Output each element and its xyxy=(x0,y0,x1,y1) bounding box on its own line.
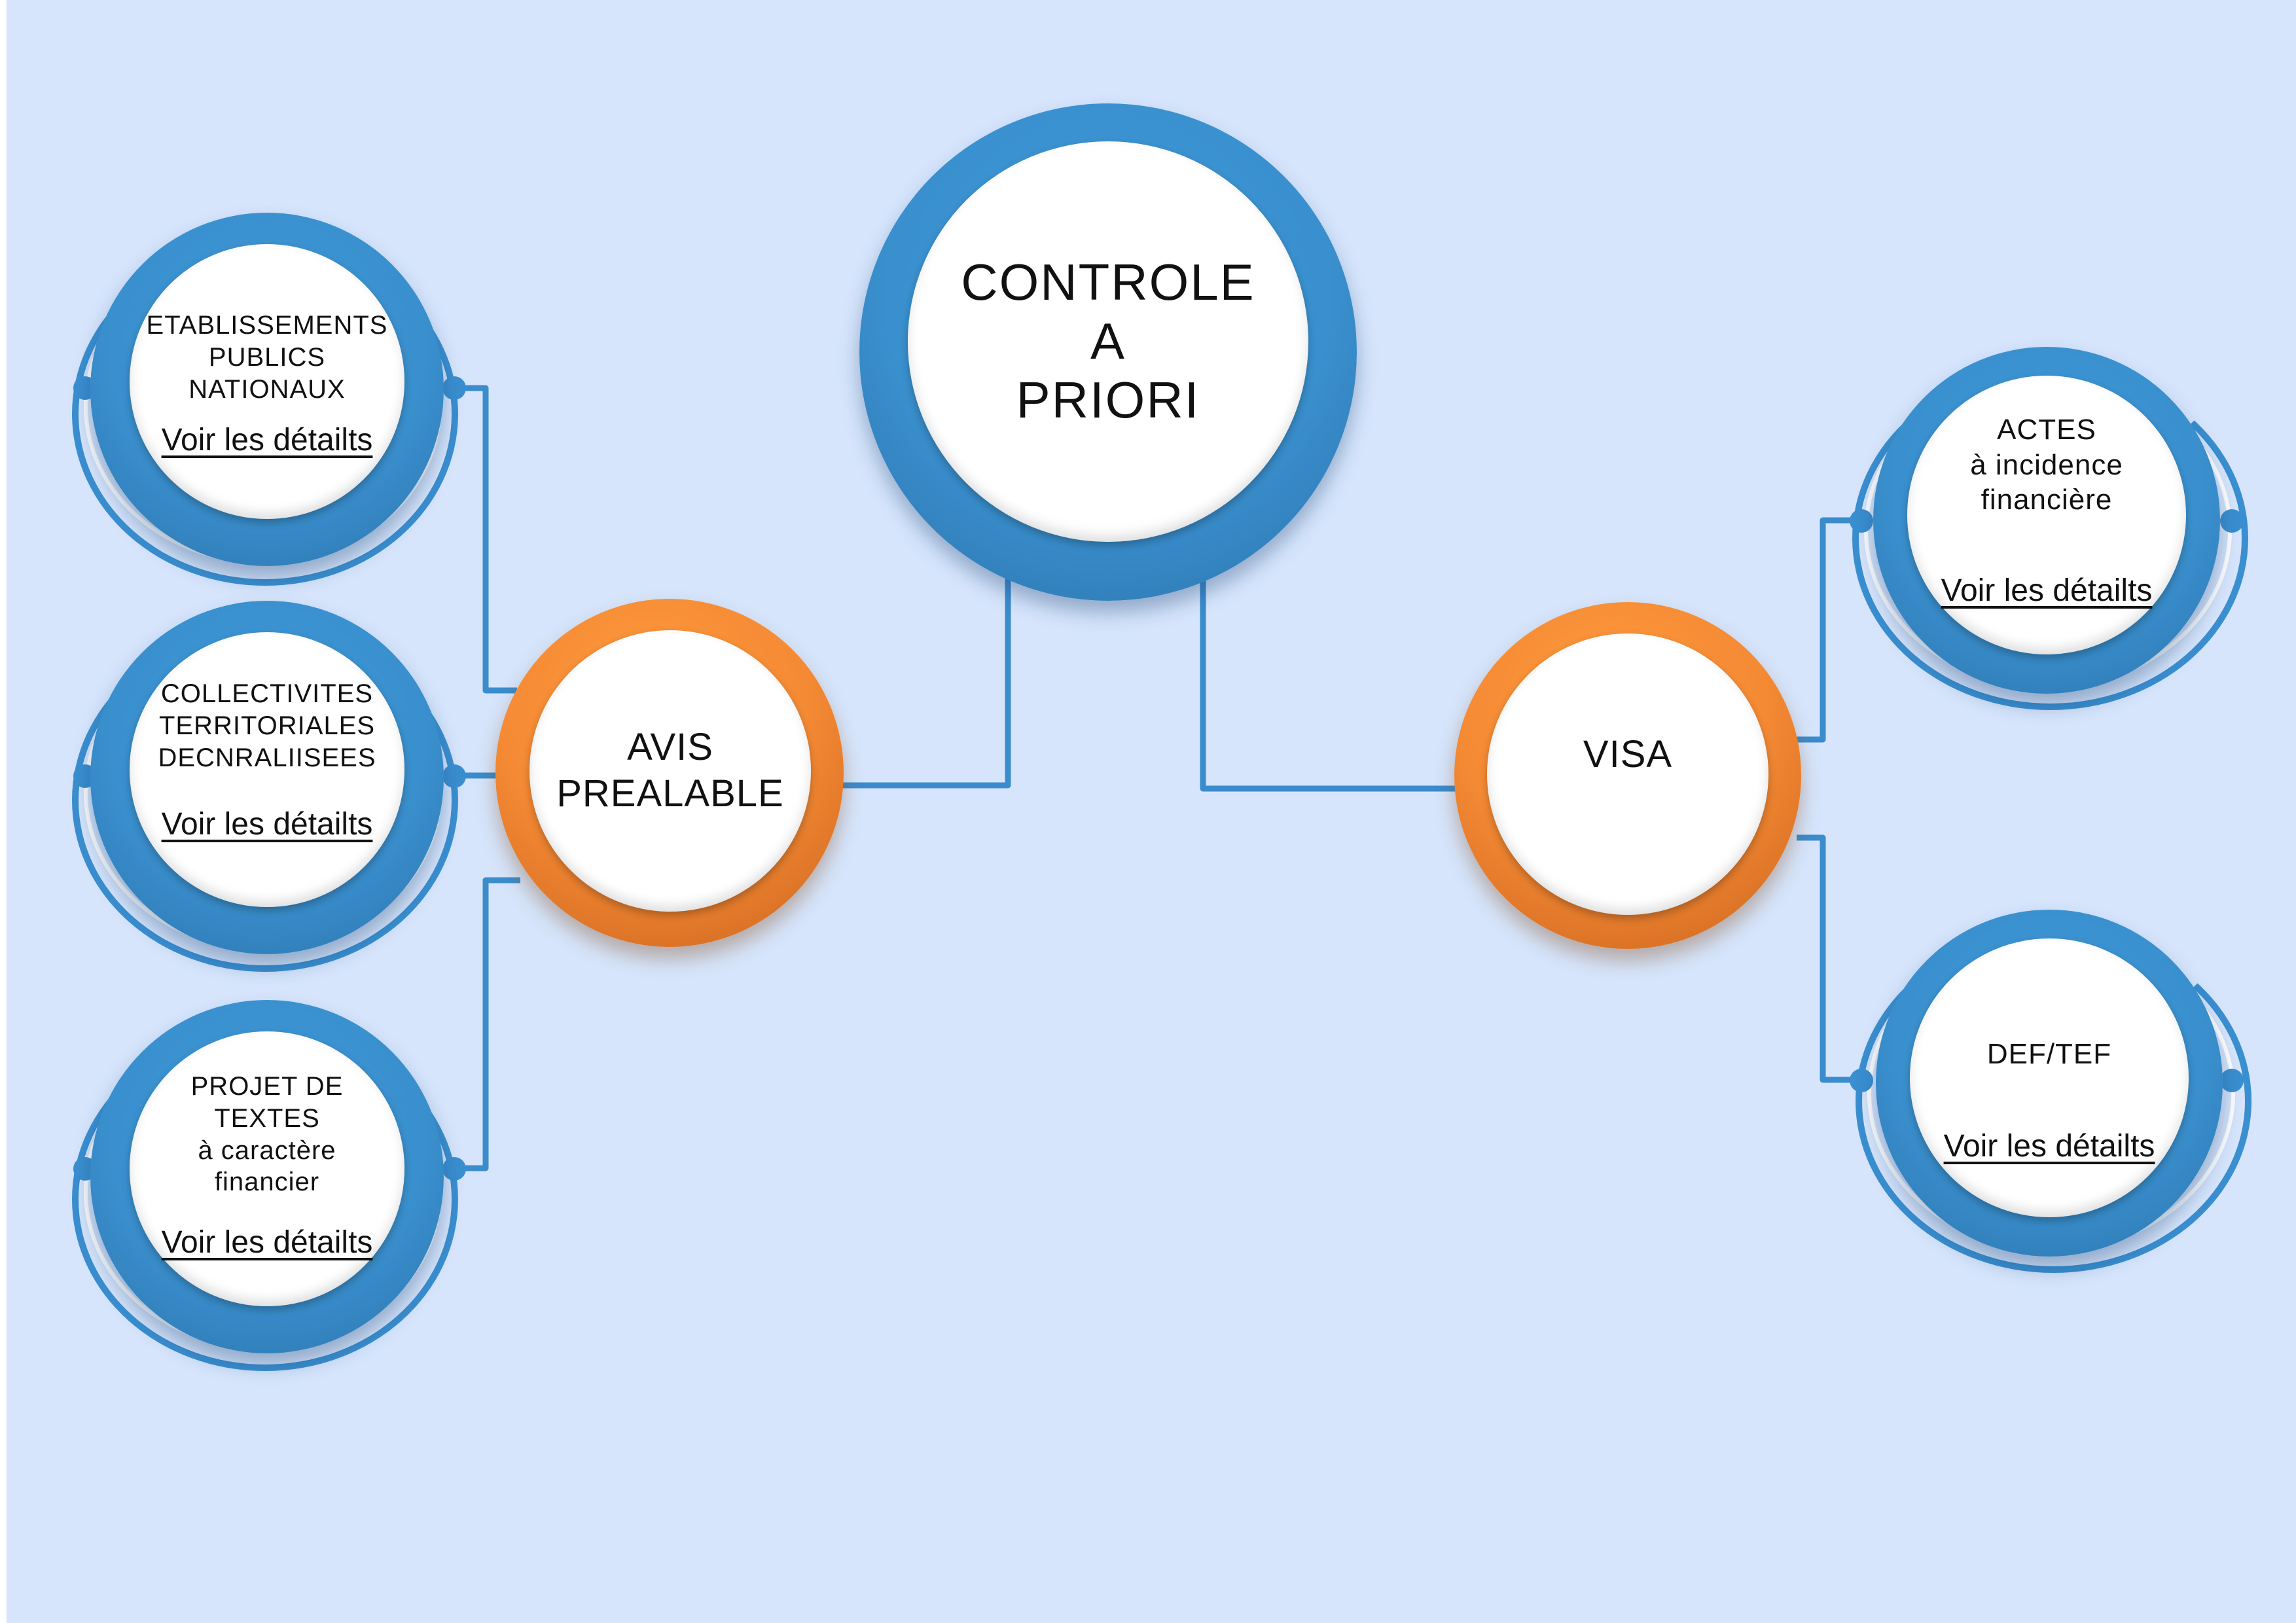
node5-details-link[interactable]: Voir les détailts xyxy=(1943,1128,2155,1164)
avis-prealable-node[interactable]: AVIS PREALABLE xyxy=(495,599,844,947)
wire-visa-node2 xyxy=(1797,834,1862,1083)
node4-line-3: financière xyxy=(1981,484,2113,516)
node-actes: ACTES à incidence financière Voir les dé… xyxy=(1873,347,2220,694)
node1-line-2: PUBLICS xyxy=(208,342,326,372)
node2-details-link[interactable]: Voir les détailts xyxy=(161,807,373,842)
wire-visa-node1 xyxy=(1797,517,1862,743)
center-node-inner: CONTROLE A PRIORI xyxy=(908,141,1308,542)
node3-inner: PROJET DE TEXTES à caractère financier V… xyxy=(130,1031,404,1306)
center-node: CONTROLE A PRIORI xyxy=(859,103,1357,601)
avis-prealable-inner: AVIS PREALABLE xyxy=(529,630,811,912)
node3-line-1: PROJET DE xyxy=(190,1072,344,1101)
node2-outer-arc xyxy=(72,628,458,972)
node2-line-1: COLLECTIVITES xyxy=(160,679,374,708)
wire-avis-node1 xyxy=(458,385,517,694)
node-etablissements: ETABLISSEMENTS PUBLICS NATIONAUX Voir le… xyxy=(90,213,444,566)
node1-line-1: ETABLISSEMENTS xyxy=(146,311,388,340)
node-projet-textes: PROJET DE TEXTES à caractère financier V… xyxy=(90,1000,444,1353)
node3-line-4: financier xyxy=(214,1168,320,1197)
node5-inner: DEF/TEF Voir les détailts xyxy=(1910,938,2189,1217)
node4-right-dot xyxy=(2220,509,2244,533)
wire-center-avis xyxy=(841,576,1011,789)
node4-details-link[interactable]: Voir les détailts xyxy=(1941,573,2153,609)
node1-line-3: NATIONAUX xyxy=(188,374,346,404)
node2-right-dot xyxy=(442,764,466,788)
node4-inner: ACTES à incidence financière Voir les dé… xyxy=(1907,376,2186,654)
center-title-line-1: CONTROLE xyxy=(961,253,1255,312)
node3-right-dot xyxy=(442,1157,466,1181)
left-white-edge xyxy=(0,0,7,1623)
node4-line-1: ACTES xyxy=(1997,414,2096,446)
node5-line-1: DEF/TEF xyxy=(1986,1038,2112,1070)
node3-details-link[interactable]: Voir les détailts xyxy=(161,1225,373,1260)
wire-center-visa xyxy=(1200,576,1456,792)
node3-outer-arc xyxy=(72,1027,458,1371)
avis-label-line-2: PREALABLE xyxy=(556,772,784,815)
center-title-line-3: PRIORI xyxy=(1016,370,1200,429)
node2-line-2: TERRITORIALES xyxy=(158,711,376,740)
visa-node[interactable]: VISA xyxy=(1454,602,1801,949)
node1-outer-arc xyxy=(72,242,458,586)
avis-label-line-1: AVIS xyxy=(627,726,713,769)
node4-left-dot xyxy=(1850,509,1873,533)
node3-line-3: à caractère xyxy=(198,1135,336,1165)
node4-outer-arc xyxy=(1852,366,2248,710)
node1-right-dot xyxy=(442,376,466,400)
visa-inner: VISA xyxy=(1487,633,1768,915)
node2-line-3: DECNRALIISEES xyxy=(158,743,376,772)
node5-left-dot xyxy=(1850,1069,1873,1092)
node5-outer-arc xyxy=(1856,929,2251,1273)
visa-label: VISA xyxy=(1583,732,1673,776)
node3-line-2: TEXTES xyxy=(214,1103,320,1133)
node1-details-link[interactable]: Voir les détailts xyxy=(161,423,373,458)
node5-right-dot xyxy=(2220,1069,2244,1092)
node4-line-2: à incidence xyxy=(1970,448,2123,481)
node2-inner: COLLECTIVITES TERRITORIALES DECNRALIISEE… xyxy=(130,632,404,907)
center-title-line-2: A xyxy=(1090,312,1126,370)
node1-inner: ETABLISSEMENTS PUBLICS NATIONAUX Voir le… xyxy=(130,244,404,519)
node-collectivites: COLLECTIVITES TERRITORIALES DECNRALIISEE… xyxy=(90,601,444,954)
node-def-tef: DEF/TEF Voir les détailts xyxy=(1876,910,2223,1257)
wire-avis-node3 xyxy=(458,877,520,1171)
